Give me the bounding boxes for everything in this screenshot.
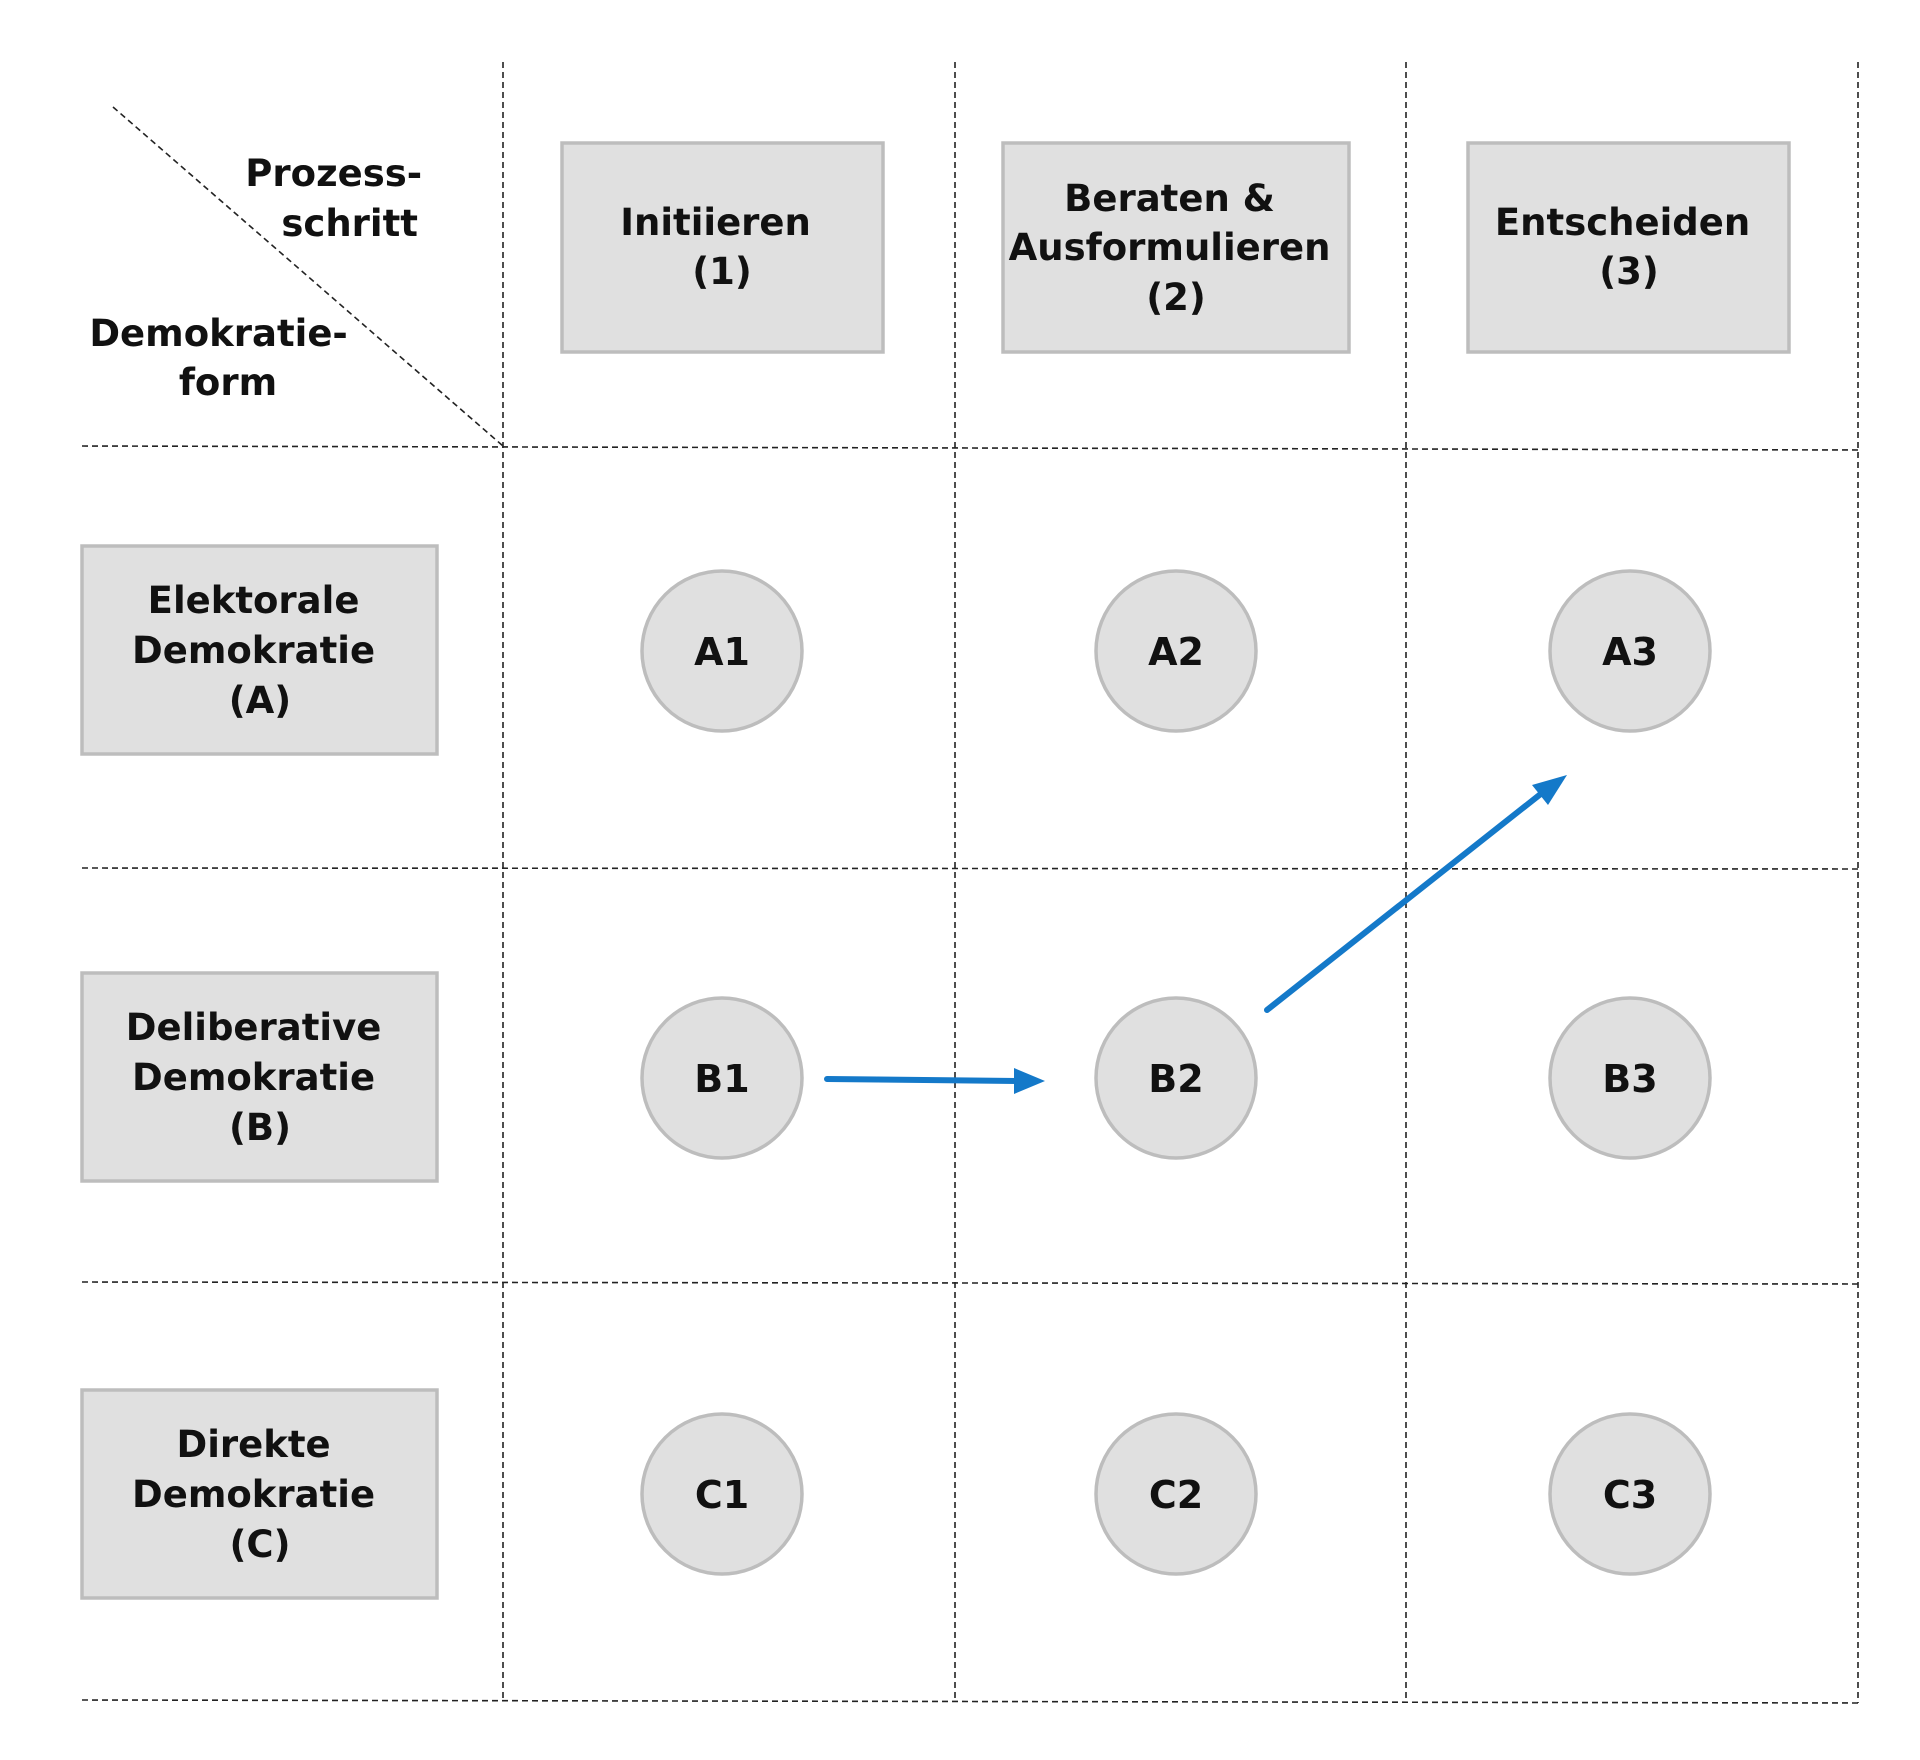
democracy-form-elektorale: Elektorale Demokratie (A): [80, 544, 439, 756]
democracy-form-deliberative: Deliberative Demokratie (B): [80, 971, 439, 1183]
process-step-label-line: (2): [1146, 276, 1206, 319]
democracy-form-label-line: Elektorale: [148, 579, 360, 622]
node-circle: [1548, 996, 1712, 1160]
node-b1: B1: [640, 996, 804, 1160]
democracy-form-label: Deliberative Demokratie (B): [126, 1006, 394, 1149]
row-axis-label: Demokratie- form: [89, 312, 360, 404]
process-step-beraten: Beraten & Ausformulieren (2): [1001, 141, 1351, 354]
arrow-b2-to-a3-shaft: [1264, 786, 1550, 1013]
flow-arrows: [824, 775, 1567, 1094]
node-c2: C2: [1094, 1412, 1258, 1576]
democracy-form-label-line: Deliberative: [126, 1006, 382, 1049]
democracy-form-headers: Elektorale Demokratie (A) Deliberative D…: [80, 544, 439, 1600]
process-step-label: Beraten & Ausformulieren (2): [1009, 177, 1344, 319]
node-b3: B3: [1548, 996, 1712, 1160]
node-circle: [1548, 569, 1712, 733]
node-label: B2: [1148, 1057, 1203, 1101]
democracy-form-label: Elektorale Demokratie (A): [132, 579, 388, 722]
row-axis-label-line-2: form: [179, 361, 277, 404]
process-step-label-line: (3): [1599, 250, 1659, 293]
arrow-b1-to-b2-head: [1014, 1068, 1045, 1094]
democracy-form-label: Direkte Demokratie (C): [132, 1423, 388, 1566]
democracy-form-label-line: (C): [230, 1523, 291, 1566]
process-step-label-line: Initiieren: [620, 201, 811, 244]
grid-line-horizontal-4: [81, 1699, 1859, 1704]
process-step-label-line: (1): [692, 250, 752, 293]
grid-lines: [81, 62, 1859, 1704]
arrow-b1-to-b2-shaft: [824, 1076, 1025, 1084]
node-label: B3: [1602, 1057, 1657, 1101]
node-a3: A3: [1548, 569, 1712, 733]
democracy-form-box: [80, 971, 439, 1183]
democracy-form-label-line: (A): [229, 679, 291, 722]
matrix-nodes: A1 A2 A3 B1 B2 B3 C1 C2: [640, 569, 1712, 1576]
column-axis-label-line-1: Prozess-: [245, 152, 422, 195]
node-label: A2: [1148, 630, 1204, 674]
process-step-headers: Initiieren (1) Beraten & Ausformulieren …: [560, 141, 1791, 354]
arrow-b1-to-b2: [824, 1068, 1045, 1094]
democracy-form-label-line: Demokratie: [132, 1473, 375, 1516]
node-a2: A2: [1094, 569, 1258, 733]
node-label: C1: [695, 1473, 749, 1517]
process-step-entscheiden: Entscheiden (3): [1466, 141, 1791, 354]
process-step-initiieren: Initiieren (1): [560, 141, 885, 354]
node-c1: C1: [640, 1412, 804, 1576]
democracy-form-label-line: Direkte: [176, 1423, 330, 1466]
democracy-form-label-line: Demokratie: [132, 629, 375, 672]
node-a1: A1: [640, 569, 804, 733]
grid-line-horizontal-2: [81, 867, 1859, 870]
democracy-form-direkte: Direkte Demokratie (C): [80, 1388, 439, 1600]
process-step-box: [1001, 141, 1351, 354]
node-label: A1: [694, 630, 750, 674]
democracy-form-label-line: (B): [229, 1106, 291, 1149]
democracy-form-box: [80, 1388, 439, 1600]
grid-line-horizontal-3: [81, 1281, 1859, 1285]
corner-labels: Prozess- schritt Demokratie- form: [89, 152, 435, 404]
node-b2: B2: [1094, 996, 1258, 1160]
process-step-box: [1466, 141, 1791, 354]
arrow-b2-to-a3: [1264, 775, 1567, 1013]
democracy-form-box: [80, 544, 439, 756]
process-step-label-line: Beraten &: [1064, 177, 1275, 220]
column-axis-label: Prozess- schritt: [245, 152, 435, 245]
process-step-label: Entscheiden (3): [1495, 201, 1763, 293]
column-axis-label-line-2: schritt: [281, 202, 418, 245]
node-circle: [1094, 569, 1258, 733]
node-label: A3: [1602, 630, 1658, 674]
corner-diagonal: [112, 106, 504, 447]
node-label: C2: [1149, 1473, 1203, 1517]
node-circle: [1094, 996, 1258, 1160]
node-circle: [1548, 1412, 1712, 1576]
node-c3: C3: [1548, 1412, 1712, 1576]
node-label: B1: [694, 1057, 749, 1101]
node-circle: [640, 1412, 804, 1576]
process-step-label-line: Entscheiden: [1495, 201, 1750, 244]
node-label: C3: [1603, 1473, 1657, 1517]
row-axis-label-line-1: Demokratie-: [89, 312, 347, 355]
democracy-form-label-line: Demokratie: [132, 1056, 375, 1099]
grid-line-horizontal-1: [81, 445, 1859, 451]
process-step-box: [560, 141, 885, 354]
process-step-label-line: Ausformulieren: [1009, 226, 1331, 269]
node-circle: [640, 996, 804, 1160]
node-circle: [640, 569, 804, 733]
process-step-label: Initiieren (1): [620, 201, 824, 293]
node-circle: [1094, 1412, 1258, 1576]
arrow-b2-to-a3-head: [1532, 775, 1567, 805]
